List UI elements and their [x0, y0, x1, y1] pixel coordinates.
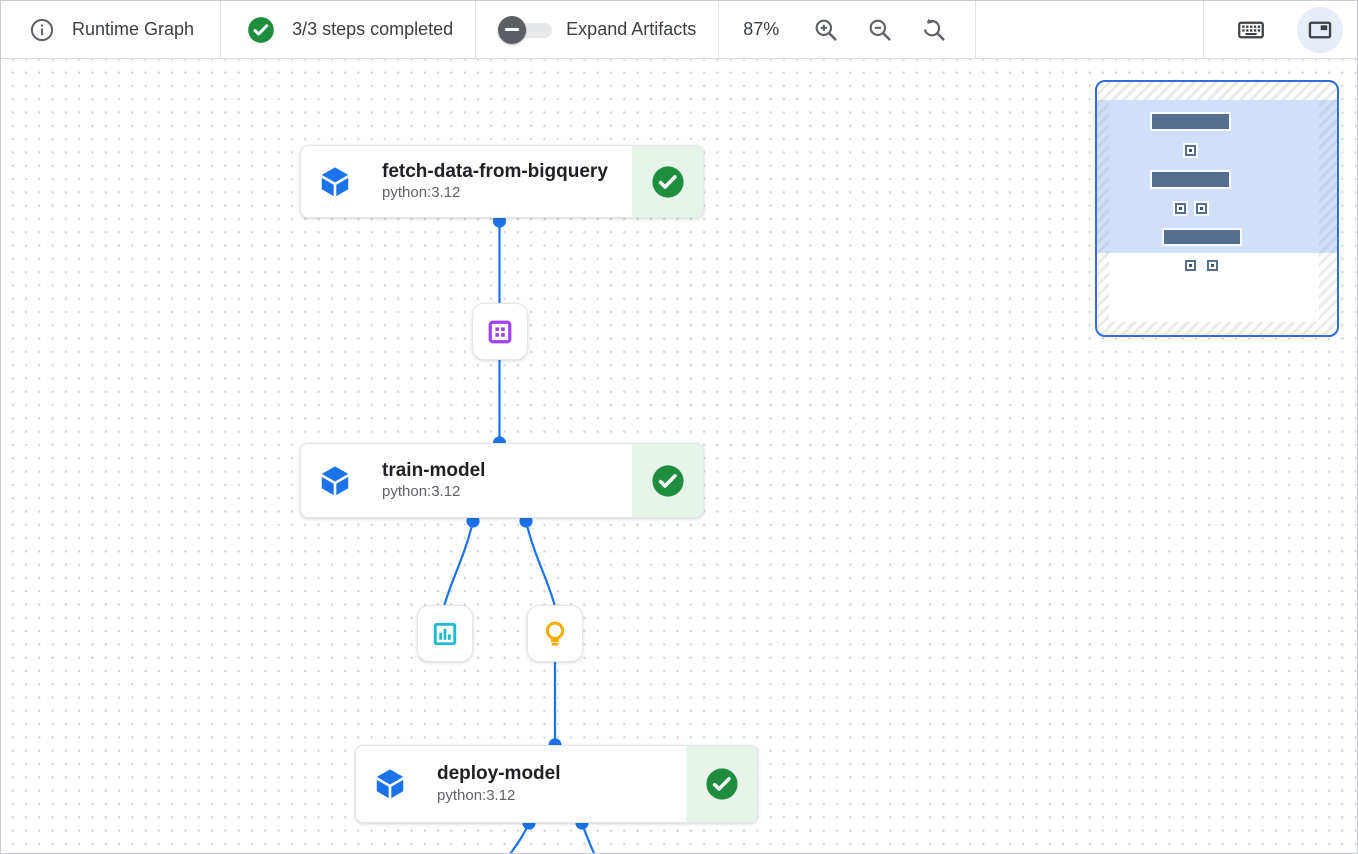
minimap-node-deploy [1164, 230, 1240, 244]
toggle-thumb [498, 15, 527, 44]
execution-cube-icon [318, 464, 352, 498]
artifact-node-model[interactable] [527, 605, 583, 662]
minimap-node-train [1152, 172, 1229, 187]
minimap[interactable] [1095, 80, 1339, 337]
edge-train-to-metrics [443, 520, 475, 606]
zoom-out-button[interactable] [863, 13, 897, 47]
zoom-out-icon [869, 19, 891, 41]
minimap-artifact-below-right [1207, 260, 1218, 271]
step-text: train-model python:3.12 [382, 460, 632, 502]
page-title: Runtime Graph [72, 19, 195, 39]
execution-cube-icon [373, 767, 407, 801]
zoom-in-icon [815, 19, 837, 41]
toolbar-spacer [976, 1, 1204, 58]
step-runtime: python:3.12 [382, 483, 461, 501]
edge-train-to-model [524, 520, 556, 606]
toggle-minus-icon [505, 28, 520, 31]
step-text: deploy-model python:3.12 [437, 763, 686, 805]
minimap-artifact-below-left [1185, 260, 1196, 271]
step-node-train-model[interactable]: train-model python:3.12 [300, 443, 704, 518]
status-badge [686, 746, 757, 822]
zoom-level: 87% [743, 19, 780, 39]
dataset-icon [488, 320, 512, 343]
step-runtime: python:3.12 [437, 786, 516, 804]
status-badge [632, 146, 703, 217]
expand-artifacts-label: Expand Artifacts [566, 19, 697, 39]
execution-cube-icon [318, 165, 352, 199]
step-text: fetch-data-from-bigquery python:3.12 [382, 161, 632, 203]
toolbar: Runtime Graph 3/3 steps completed Expand… [1, 1, 1357, 59]
success-check-icon [705, 768, 738, 800]
toolbar-right-section [1204, 1, 1357, 58]
graph-canvas[interactable]: fetch-data-from-bigquery python:3.12 tra… [1, 59, 1357, 853]
step-runtime: python:3.12 [382, 184, 461, 202]
expand-artifacts-section: Expand Artifacts [476, 1, 720, 58]
minimap-toggle-button[interactable] [1297, 6, 1343, 53]
artifact-node-dataset[interactable] [472, 303, 528, 360]
minimap-node-fetch [1152, 114, 1229, 129]
success-check-icon [651, 464, 684, 497]
status-badge [632, 444, 703, 517]
zoom-reset-button[interactable] [917, 13, 951, 47]
toolbar-title-section: Runtime Graph [1, 1, 222, 58]
step-title: deploy-model [437, 763, 561, 785]
keyboard-shortcuts-button[interactable] [1232, 11, 1270, 49]
artifact-node-metrics[interactable] [417, 605, 473, 662]
minimap-artifact-metrics [1175, 203, 1186, 214]
minimap-content-area [1109, 100, 1319, 322]
success-check-icon [243, 12, 279, 48]
success-check-icon [651, 165, 684, 198]
keyboard-icon [1238, 21, 1264, 38]
edge-deploy-out-right [580, 822, 596, 853]
steps-completed-status: 3/3 steps completed [292, 19, 454, 39]
minimap-panel-icon [1308, 21, 1332, 38]
step-node-deploy-model[interactable]: deploy-model python:3.12 [355, 745, 758, 823]
info-icon[interactable] [25, 13, 59, 47]
zoom-reset-icon [924, 18, 945, 41]
model-icon [545, 621, 565, 646]
zoom-controls-section: 87% [719, 1, 977, 58]
minimap-artifact-model [1196, 203, 1207, 214]
metrics-icon [433, 622, 457, 645]
zoom-in-button[interactable] [809, 13, 843, 47]
step-title: train-model [382, 459, 486, 481]
minimap-artifact-dataset [1185, 145, 1196, 156]
step-node-fetch-data-from-bigquery[interactable]: fetch-data-from-bigquery python:3.12 [300, 145, 704, 218]
steps-status-section: 3/3 steps completed [221, 1, 477, 58]
edge-deploy-out-left [509, 822, 531, 853]
step-title: fetch-data-from-bigquery [382, 160, 608, 182]
expand-artifacts-toggle[interactable] [498, 15, 553, 45]
